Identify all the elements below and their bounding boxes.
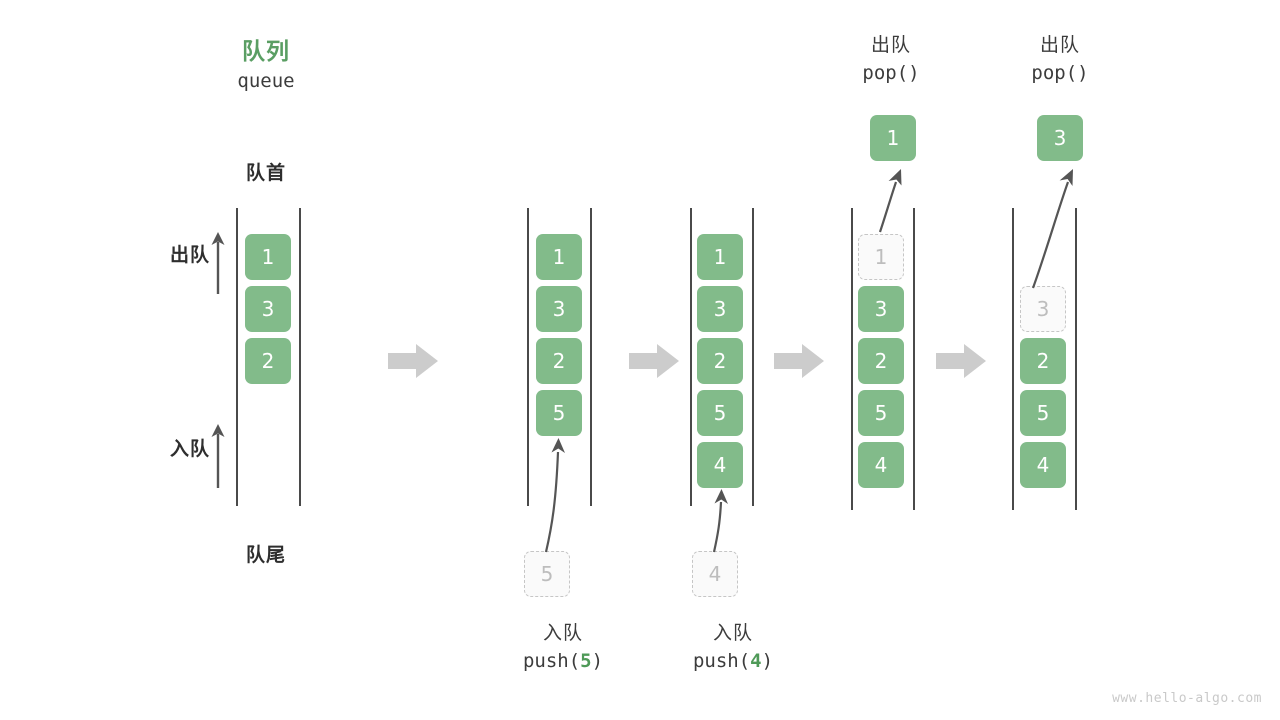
- queue-cell: 2: [697, 338, 743, 384]
- rail-right: [590, 208, 592, 506]
- diagram-title-cn: 队列: [242, 39, 290, 65]
- queue-cell: 1: [697, 234, 743, 280]
- pop-arrow-icon: [1031, 169, 1073, 289]
- ghost-cell: 4: [692, 551, 738, 597]
- transition-arrow-icon: [629, 344, 679, 378]
- queue-cell-new: 5: [536, 390, 582, 436]
- push-caption-code: push(5): [522, 649, 604, 672]
- queue-cell: 3: [858, 286, 904, 332]
- ghost-cell: 3: [1020, 286, 1066, 332]
- queue-cell: 2: [1020, 338, 1066, 384]
- rail-right: [299, 208, 301, 506]
- queue-cell: 4: [858, 442, 904, 488]
- push-caption-cn: 入队: [542, 622, 583, 644]
- ghost-cell: 1: [858, 234, 904, 280]
- queue-cell: 5: [858, 390, 904, 436]
- queue-cell-new: 4: [697, 442, 743, 488]
- dequeue-direction-arrow-icon: [211, 232, 225, 294]
- push-caption-code: push(4): [692, 649, 774, 672]
- rail-left: [690, 208, 692, 506]
- queue-cell: 3: [697, 286, 743, 332]
- rail-left: [1012, 208, 1014, 510]
- push-caption-cn: 入队: [712, 622, 753, 644]
- pop-caption-cn: 出队: [870, 34, 911, 56]
- queue-cell: 3: [536, 286, 582, 332]
- push-caption: 入队 push(4): [638, 620, 828, 675]
- queue-cell: 3: [245, 286, 291, 332]
- queue-tail-label: 队尾: [245, 544, 286, 566]
- transition-arrow-icon: [936, 344, 986, 378]
- diagram-title-en: queue: [237, 70, 295, 92]
- queue-cell: 5: [1020, 390, 1066, 436]
- queue-cell: 2: [245, 338, 291, 384]
- queue-head-label: 队首: [245, 162, 286, 184]
- push-caption: 入队 push(5): [468, 620, 658, 675]
- enqueue-direction-arrow-icon: [211, 424, 225, 488]
- dequeue-direction-label: 出队: [169, 244, 210, 266]
- queue-cell: 1: [245, 234, 291, 280]
- pop-caption-code: pop(): [862, 61, 920, 84]
- queue-cell: 2: [536, 338, 582, 384]
- rail-right: [913, 208, 915, 510]
- push-arrow-icon: [544, 438, 565, 553]
- pop-caption: 出队 pop(): [796, 32, 986, 87]
- queue-cell: 5: [697, 390, 743, 436]
- rail-left: [527, 208, 529, 506]
- enqueue-direction-label: 入队: [169, 438, 210, 460]
- watermark: www.hello-algo.com: [1112, 691, 1262, 706]
- queue-cell: 1: [536, 234, 582, 280]
- rail-left: [851, 208, 853, 510]
- push-arrow-icon: [712, 489, 728, 553]
- rail-right: [752, 208, 754, 506]
- popped-cell: 1: [870, 115, 916, 161]
- transition-arrow-icon: [774, 344, 824, 378]
- pop-arrow-icon: [878, 169, 902, 233]
- pop-caption: 出队 pop(): [965, 32, 1155, 87]
- queue-cell: 4: [1020, 442, 1066, 488]
- pop-caption-cn: 出队: [1039, 34, 1080, 56]
- rail-right: [1075, 208, 1077, 510]
- transition-arrow-icon: [388, 344, 438, 378]
- queue-cell: 2: [858, 338, 904, 384]
- pop-caption-code: pop(): [1031, 61, 1089, 84]
- ghost-cell: 5: [524, 551, 570, 597]
- popped-cell: 3: [1037, 115, 1083, 161]
- rail-left: [236, 208, 238, 506]
